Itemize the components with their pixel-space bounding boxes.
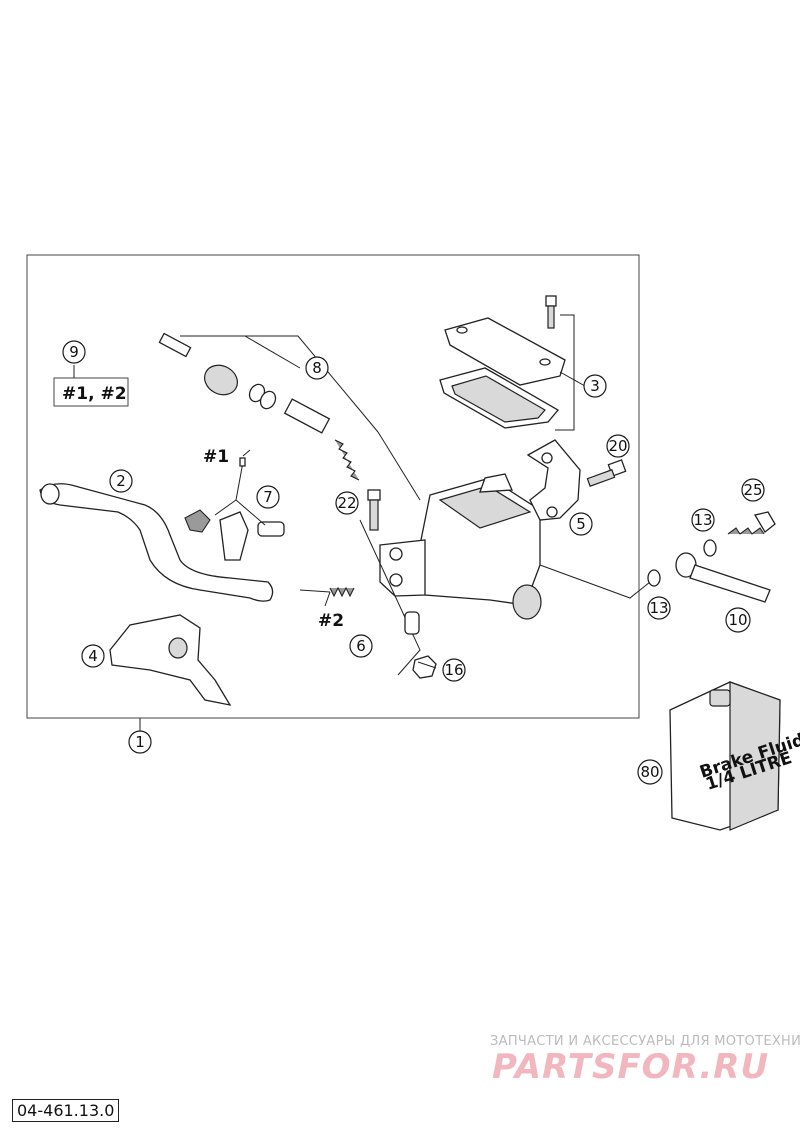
watermark-brand: PARTSFOR.RU	[492, 1047, 769, 1087]
callout-3: 3	[583, 374, 607, 398]
clamp-bolt-drawing	[586, 459, 627, 487]
watermark-subtitle: ЗАПЧАСТИ И АКСЕССУАРЫ ДЛЯ МОТОТЕХНИКИ	[490, 1034, 800, 1049]
callout-22: 22	[335, 491, 359, 515]
kit-label-box	[53, 377, 129, 407]
svg-text:4: 4	[88, 647, 98, 665]
callout-80: 80	[637, 759, 663, 785]
svg-text:3: 3	[590, 377, 600, 395]
callout-5: 5	[569, 512, 593, 536]
callout-13-lower: 13	[647, 596, 671, 620]
svg-text:1: 1	[135, 733, 145, 751]
callout-6: 6	[349, 634, 373, 658]
lever-adjuster-drawing	[184, 461, 285, 561]
svg-text:6: 6	[356, 637, 366, 655]
piston-kit-drawing	[158, 332, 360, 481]
cap-screw-drawing	[545, 295, 557, 329]
pivot-bolt-drawing	[367, 489, 381, 531]
ref-1-label: #1	[203, 447, 229, 467]
reservoir-cap-drawing	[439, 317, 566, 429]
svg-text:9: 9	[69, 343, 79, 361]
svg-text:20: 20	[608, 437, 627, 455]
svg-text:10: 10	[728, 611, 747, 629]
callout-2: 2	[109, 469, 133, 493]
lever-guard-drawing	[109, 614, 232, 706]
callout-7: 7	[256, 485, 280, 509]
banjo-hose-drawing	[539, 511, 776, 603]
callout-20: 20	[606, 434, 630, 458]
master-cylinder-body-drawing	[379, 473, 542, 620]
small-screw-1-drawing	[239, 449, 251, 467]
callout-8: 8	[305, 356, 329, 380]
svg-text:7: 7	[263, 488, 273, 506]
brake-fluid-bottle-drawing: Brake Fluid 1/4 LITRE	[669, 681, 800, 831]
svg-text:13: 13	[649, 599, 668, 617]
callout-16: 16	[442, 658, 466, 682]
svg-text:2: 2	[116, 472, 126, 490]
bushing-drawing	[404, 611, 420, 635]
svg-text:80: 80	[640, 763, 659, 781]
callout-25: 25	[741, 478, 765, 502]
svg-text:13: 13	[693, 511, 712, 529]
callout-10: 10	[725, 607, 751, 633]
callout-1: 1	[128, 730, 152, 754]
svg-text:16: 16	[444, 661, 463, 679]
callout-4: 4	[81, 644, 105, 668]
brake-lever-drawing	[39, 483, 274, 602]
pivot-nut-drawing	[412, 655, 437, 679]
assembly-frame	[26, 254, 640, 719]
kit-label: #1, #2	[62, 384, 127, 404]
callout-9: 9	[62, 340, 86, 364]
svg-text:25: 25	[743, 481, 762, 499]
drawing-number: 04-461.13.0	[12, 1099, 120, 1122]
svg-text:22: 22	[337, 494, 356, 512]
handlebar-clamp-drawing	[526, 439, 581, 521]
spring-2-drawing	[299, 586, 355, 607]
ref-2-label: #2	[318, 611, 344, 631]
callout-13-upper: 13	[691, 508, 715, 532]
svg-text:8: 8	[312, 359, 322, 377]
svg-text:5: 5	[576, 515, 586, 533]
